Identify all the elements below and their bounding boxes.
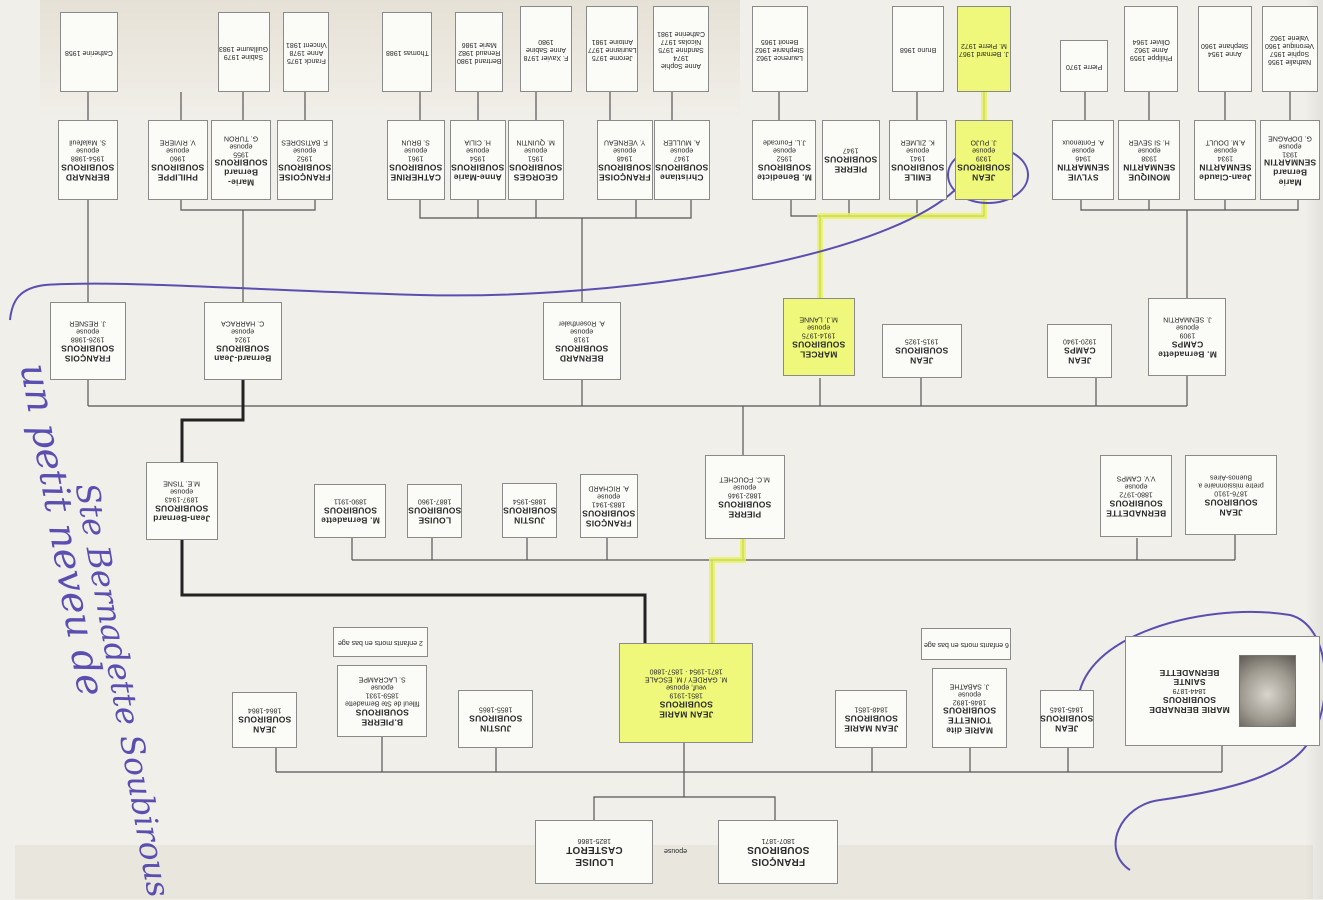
person-node[interactable]: B.PIERRE SOUBIROUS filleul de Ste Bernad… xyxy=(337,665,427,737)
person-node[interactable]: JUSTIN SOUBIROUS 1885-1954 xyxy=(502,483,557,538)
person-node[interactable]: JEAN SOUBIROUS 1864-1864 xyxy=(232,692,297,748)
person-marcel-highlighted[interactable]: MARCEL SOUBIROUS 1914-1975 epouse M.J. L… xyxy=(783,298,855,376)
note-node: 6 enfants morts en bas age xyxy=(921,628,1011,660)
portrait-photo xyxy=(1239,655,1297,727)
person-node[interactable]: JEAN SOUBIROUS 1915-1925 xyxy=(882,324,962,378)
person-bernardjean[interactable]: Bernard-Jean SOUBIROUS 1924 epouse C. HA… xyxy=(204,302,282,380)
person-node[interactable]: PIERRE SOUBIROUS 1882-1946 epouse M.C. F… xyxy=(705,455,785,539)
person-surname: SOUBIROUS xyxy=(746,845,810,857)
person-node[interactable]: LOUISE SOUBIROUS 1887-1960 xyxy=(407,484,462,538)
children-node[interactable]: Catherine 1958 xyxy=(60,12,118,92)
person-dates: 1807-1871 xyxy=(761,837,795,845)
person-node[interactable]: BERNARD SOUBIROUS 1918 epouse A. Rosenth… xyxy=(543,302,621,380)
person-node[interactable]: BERNADETTE SOUBIROUS 1880-1972 epouse V.… xyxy=(1100,455,1172,537)
person-node[interactable]: FRANÇOIS SOUBIROUS 1883-1941 epouse A. R… xyxy=(580,474,638,538)
root-father[interactable]: FRANÇOIS SOUBIROUS 1807-1871 xyxy=(718,820,838,884)
person-node[interactable]: M. Bernadette CAMPS 1909 epouse J. SENMA… xyxy=(1148,298,1226,376)
person-node[interactable]: JEAN SOUBIROUS 1845-1845 xyxy=(1040,690,1094,748)
marriage-label: epouse xyxy=(663,847,687,855)
person-jeanbernard[interactable]: Jean-Bernard SOUBIROUS 1897-1943 epouse … xyxy=(146,462,218,540)
person-surname: CASTEROT xyxy=(565,845,623,857)
person-node[interactable]: JEAN SOUBIROUS 1876-1910 pretre missionn… xyxy=(1185,455,1277,535)
person-node[interactable]: JUSTIN SOUBIROUS 1855-1865 xyxy=(458,690,533,748)
person-node[interactable]: MARIE dite TOINETTE SOUBIROUS 1846-1892 … xyxy=(932,668,1007,748)
person-name: FRANÇOIS xyxy=(751,856,805,868)
person-node[interactable]: M. Bernadette SOUBIROUS 1890-1911 xyxy=(314,484,386,538)
person-node[interactable]: JEAN MARIE SOUBIROUS 1848-1851 xyxy=(835,690,907,748)
children-node[interactable]: Thomas 1988 xyxy=(382,12,432,92)
root-mother[interactable]: LOUISE CASTEROT 1825-1866 xyxy=(535,820,653,884)
note-node: 2 enfants morts en bas age xyxy=(333,627,428,657)
person-node[interactable]: FRANÇOIS SOUBIROUS 1926-1988 epouse J. R… xyxy=(50,302,126,380)
handwritten-note: un petit neveu de Ste Bernadette Soubiro… xyxy=(0,360,178,900)
paper-band xyxy=(15,845,1313,899)
person-name: LOUISE xyxy=(574,856,614,868)
children-node[interactable]: Pierre 1970 xyxy=(1060,40,1108,92)
person-bernadette[interactable]: MARIE BERNARDE SOUBIROUS 1844-1879 SAINT… xyxy=(1125,636,1320,746)
person-dates: 1825-1866 xyxy=(577,837,611,845)
person-jeanmarie-highlighted[interactable]: JEAN MARIE SOUBIROUS 1851-1919 veuf, epo… xyxy=(619,643,753,743)
children-node[interactable]: Bruno 1968 xyxy=(892,6,944,92)
person-node[interactable]: JEAN CAMPS 1920-1940 xyxy=(1047,324,1112,378)
